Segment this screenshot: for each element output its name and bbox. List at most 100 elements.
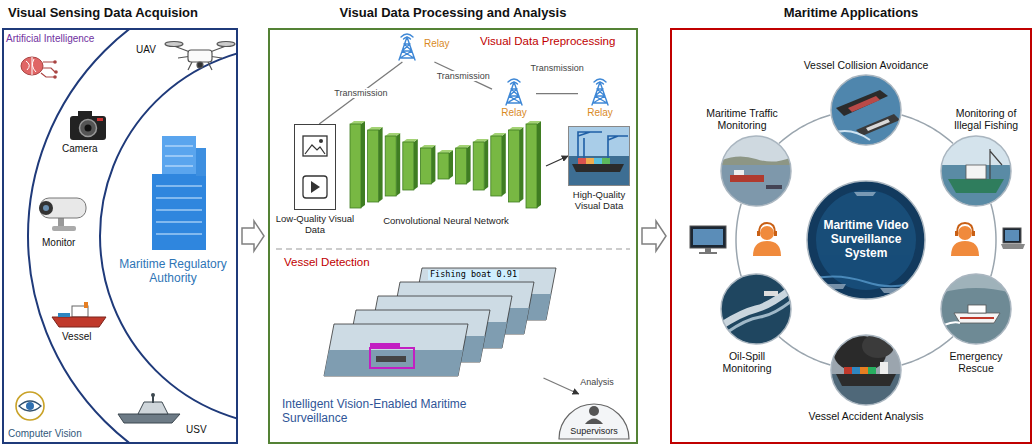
application-photo-part	[720, 165, 792, 207]
sensing-illustration-part	[53, 60, 57, 64]
ring-connector	[991, 204, 996, 276]
application-circle: Vessel Accident Analysis	[830, 334, 902, 406]
sensing-illustration-part	[28, 29, 237, 443]
cnn-layers-part	[361, 121, 365, 208]
ring-connector	[902, 115, 953, 143]
device-label: Vessel	[62, 331, 91, 343]
application-circle: Emergency Rescue	[940, 273, 1012, 345]
sensing-illustration-part	[70, 111, 106, 140]
application-circle: Monitoring of Illegal Fishing	[940, 135, 1012, 207]
relay-tower	[396, 31, 418, 61]
relay-label: Relay	[424, 38, 450, 50]
port-picture-part	[602, 158, 610, 164]
hub-photo-part	[806, 180, 926, 300]
edge-label: Transmission	[529, 63, 586, 73]
application-photo-part	[766, 185, 782, 189]
port-picture-part	[578, 158, 586, 164]
cnn-layers-part	[449, 150, 453, 179]
application-photo-part	[764, 291, 778, 296]
application-photo-part	[848, 96, 880, 112]
block-arrow	[642, 221, 666, 251]
cnn-layers-part	[385, 133, 400, 136]
sensing-illustration-part	[28, 29, 237, 443]
application-label: Monitoring of Illegal Fishing	[944, 107, 1028, 131]
port-picture-part	[586, 158, 594, 164]
edge-label: Transmission	[332, 88, 389, 98]
sensing-illustration-part	[16, 392, 44, 420]
application-photo-part	[830, 74, 902, 146]
detection-section: Vessel DetectionIntelligent Vision-Enabl…	[270, 252, 636, 442]
operator-icons-part	[951, 223, 979, 256]
relay-tower-part	[508, 79, 520, 84]
relay-tower-part	[592, 82, 608, 105]
field-label: Artificial Intelligence	[6, 33, 94, 45]
application-photo-part	[830, 334, 902, 406]
sensing-illustration-part	[52, 317, 106, 327]
application-photo-part	[852, 367, 860, 374]
application-photo-part	[880, 362, 888, 374]
cnn-layers-part	[350, 124, 361, 208]
hub-photo-part	[807, 181, 925, 299]
ring-connector	[902, 337, 953, 365]
relay-tower-part	[401, 34, 413, 39]
application-label: Emergency Rescue	[944, 350, 1008, 374]
cnn-layers-part	[385, 136, 396, 196]
sensing-illustration-part	[70, 116, 106, 140]
applications-panel: Maritime ApplicationsMaritime Traffic Mo…	[670, 28, 1032, 444]
operator-icons-part	[690, 226, 726, 248]
operator-icons-part	[760, 226, 774, 240]
application-photo-part	[941, 274, 1011, 344]
sensing-illustration-part	[53, 75, 57, 79]
application-photo-part	[831, 335, 901, 405]
application-photo-part	[716, 273, 796, 345]
sensing-illustration-part	[58, 313, 70, 317]
relay-tower-part	[399, 34, 415, 60]
application-photo-part	[866, 119, 890, 131]
panel-heading: Maritime Applications	[670, 6, 1032, 21]
hub-photo-part	[880, 288, 910, 293]
region-label: Maritime Regulatory Authority	[112, 258, 234, 286]
edge-label: Analysis	[578, 377, 616, 387]
cnn-layers-part	[420, 148, 431, 184]
cnn-layers-part	[403, 139, 418, 142]
cnn-layers-part	[420, 145, 435, 148]
cnn-layers-part	[491, 133, 506, 136]
port-picture-part	[578, 132, 602, 158]
ring-connector	[779, 337, 830, 365]
sensing-illustration-part	[39, 198, 86, 231]
relay-node: Relay	[578, 76, 622, 120]
detection-frames-part	[324, 350, 463, 376]
operator-icons-part	[774, 231, 777, 236]
cnn-layers-part	[396, 133, 400, 196]
operator-icons-part	[1003, 228, 1021, 243]
sensing-illustration-part	[41, 62, 55, 77]
cnn-layers-part	[473, 142, 484, 190]
sensing-illustration-part	[52, 302, 106, 327]
application-photo-part	[948, 179, 1004, 193]
application-photo	[830, 334, 902, 406]
cnn-layers-part	[438, 153, 449, 179]
sensing-illustration-part	[26, 57, 36, 75]
operator-icons-part	[757, 231, 760, 236]
connector-line	[536, 93, 578, 94]
operator-icons-part	[972, 231, 975, 236]
application-circle: Oil-Spill Monitoring	[720, 273, 792, 345]
sensing-illustration-part	[165, 42, 235, 71]
relay-tower-part	[506, 82, 522, 105]
relay-tower-part	[399, 37, 415, 60]
sensing-illustration-part	[152, 136, 206, 250]
cnn-layers-part	[431, 145, 435, 184]
application-photo-part	[720, 135, 792, 207]
detection-frames-part	[370, 343, 400, 348]
detection-frames-part	[370, 348, 414, 368]
cnn-layers-part	[368, 130, 379, 202]
relay-tower	[503, 76, 525, 106]
cnn-layers-part	[379, 127, 383, 202]
application-circle: Maritime Traffic Monitoring	[720, 135, 792, 207]
relay-node: Relay	[492, 76, 536, 120]
application-photo-part	[721, 136, 791, 206]
panel-heading: Visual Data Processing and Analysis	[268, 6, 638, 21]
section-note: Intelligent Vision-Enabled Maritime Surv…	[282, 398, 496, 426]
relay-tower-part	[592, 79, 608, 105]
application-photo-part	[734, 170, 744, 175]
